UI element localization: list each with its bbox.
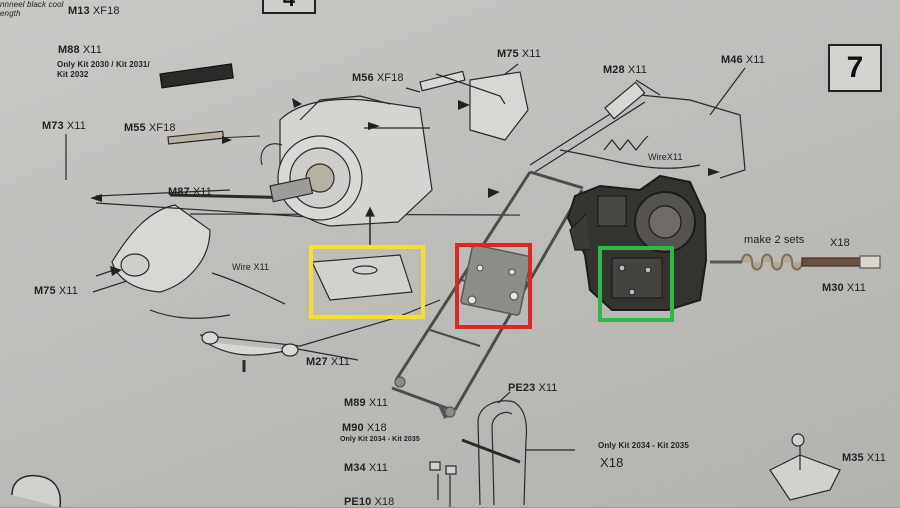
m35-label: M35 X11 <box>842 452 886 464</box>
m30-label: M30 X11 <box>822 282 866 294</box>
m88-label: M88 X11 <box>58 44 102 56</box>
step-number: 7 <box>828 44 882 92</box>
wire-left-label: Wire X11 <box>232 262 270 272</box>
m55-label: M55 XF18 <box>124 122 176 134</box>
m87-label: M87 X11 <box>168 186 212 198</box>
kit-2034-qty: X18 <box>600 455 624 470</box>
m88-note1: Only Kit 2030 / Kit 2031/ <box>57 60 150 69</box>
yellow-highlight-box <box>309 245 425 319</box>
m28-label: M28 X11 <box>603 64 647 76</box>
m89-label: M89 X11 <box>344 397 388 409</box>
m56-label: M56 XF18 <box>352 72 404 84</box>
kit-2034-note: Only Kit 2034 - Kit 2035 <box>598 441 689 450</box>
m75-top-label: M75 X11 <box>497 48 541 60</box>
m46-label: M46 X11 <box>721 54 765 66</box>
wire-right-label: WireX11 <box>648 152 683 162</box>
m13-label: M13 XF18 <box>68 5 120 17</box>
green-highlight-box <box>598 246 674 322</box>
m75-left-label: M75 X11 <box>34 285 78 297</box>
m27-label: M27 X11 <box>306 356 350 368</box>
pe10-label: PE10 X18 <box>344 496 395 508</box>
x18-right-label: X18 <box>830 237 850 249</box>
top-note-line2: ength <box>0 9 21 18</box>
red-highlight-box <box>455 243 532 329</box>
m34-label: M34 X11 <box>344 462 388 474</box>
top-note-line1: nnneel black cool <box>0 0 64 9</box>
make-sets-label: make 2 sets <box>744 234 805 246</box>
pe23-label: PE23 X11 <box>508 382 558 394</box>
previous-step-number: 4 <box>262 0 316 14</box>
m90-note: Only Kit 2034 - Kit 2035 <box>340 436 420 443</box>
m73-label: M73 X11 <box>42 120 86 132</box>
m90-label: M90 X18 <box>342 422 387 434</box>
m88-note2: Kit 2032 <box>57 70 89 79</box>
